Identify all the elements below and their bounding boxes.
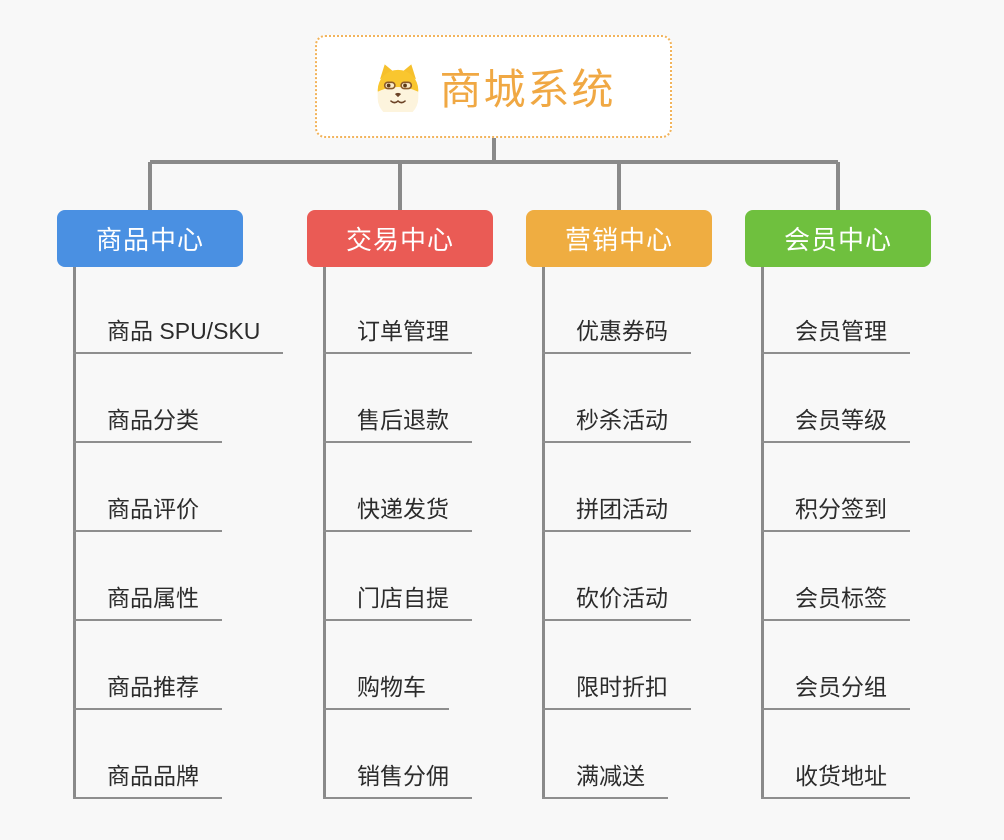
branch-column-member: 会员中心 会员管理 会员等级 积分签到 会员标签 会员分组 收货地址: [745, 210, 995, 799]
node-item[interactable]: 秒杀活动: [542, 404, 691, 443]
branch-vline: [542, 267, 545, 799]
node-item[interactable]: 收货地址: [761, 760, 910, 799]
node-item[interactable]: 限时折扣: [542, 671, 691, 710]
node-item[interactable]: 拼团活动: [542, 493, 691, 532]
node-item[interactable]: 商品分类: [73, 404, 222, 443]
branch-header-member[interactable]: 会员中心: [745, 210, 931, 267]
branch-column-trade: 交易中心 订单管理 售后退款 快递发货 门店自提 购物车 销售分佣: [307, 210, 557, 799]
branch-header-trade[interactable]: 交易中心: [307, 210, 493, 267]
node-item[interactable]: 商品属性: [73, 582, 222, 621]
branch-vline: [73, 267, 76, 799]
node-item[interactable]: 商品 SPU/SKU: [73, 315, 284, 354]
root-node[interactable]: 商城系统: [315, 35, 672, 138]
node-item[interactable]: 商品品牌: [73, 760, 222, 799]
branch-vline: [323, 267, 326, 799]
node-item[interactable]: 会员等级: [761, 404, 910, 443]
node-item[interactable]: 购物车: [323, 671, 449, 710]
branch-column-marketing: 营销中心 优惠券码 秒杀活动 拼团活动 砍价活动 限时折扣 满减送: [526, 210, 776, 799]
branch-header-product[interactable]: 商品中心: [57, 210, 243, 267]
node-item[interactable]: 会员标签: [761, 582, 910, 621]
node-item[interactable]: 售后退款: [323, 404, 472, 443]
node-item[interactable]: 满减送: [542, 760, 668, 799]
node-item[interactable]: 快递发货: [323, 493, 472, 532]
node-item[interactable]: 销售分佣: [323, 760, 472, 799]
root-title: 商城系统: [439, 66, 616, 113]
node-item[interactable]: 积分签到: [761, 493, 910, 532]
dog-face-icon: [378, 63, 419, 112]
node-item[interactable]: 会员管理: [761, 315, 910, 354]
node-item[interactable]: 砍价活动: [542, 582, 691, 621]
node-item[interactable]: 订单管理: [323, 315, 472, 354]
node-item[interactable]: 门店自提: [323, 582, 472, 621]
node-item[interactable]: 会员分组: [761, 671, 910, 710]
branch-header-marketing[interactable]: 营销中心: [526, 210, 712, 267]
node-item[interactable]: 商品推荐: [73, 671, 222, 710]
node-item[interactable]: 商品评价: [73, 493, 222, 532]
node-item[interactable]: 优惠券码: [542, 315, 691, 354]
branch-column-product: 商品中心 商品 SPU/SKU 商品分类 商品评价 商品属性 商品推荐 商品品牌: [57, 210, 307, 799]
branch-vline: [761, 267, 764, 799]
